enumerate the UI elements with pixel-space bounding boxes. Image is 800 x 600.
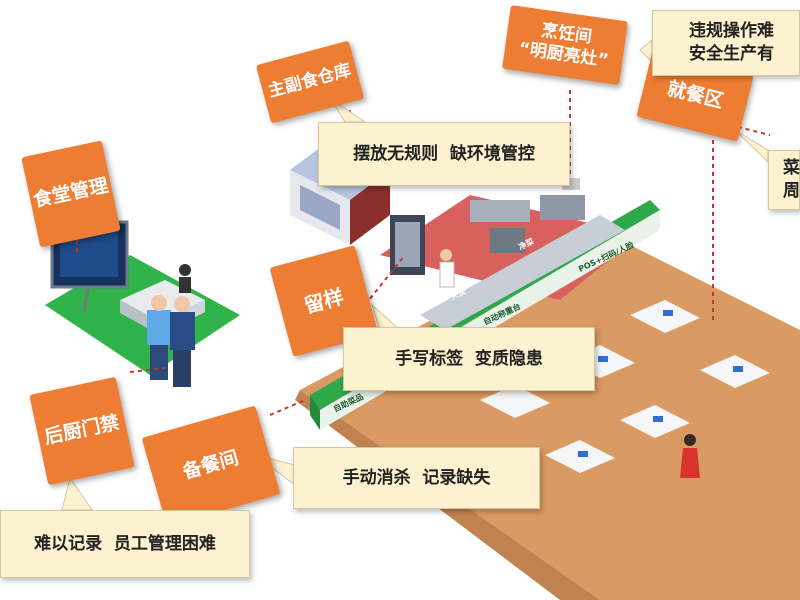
- tag-kitchen-access: 后厨门禁: [29, 376, 135, 486]
- staff-figures: [147, 264, 195, 387]
- dining-tables: [480, 300, 770, 478]
- issue-cooking-room: 违规操作难 安全生产有: [652, 10, 800, 76]
- counter-sign-1: 普通档口: [587, 191, 620, 214]
- bubble-tails: [61, 38, 769, 511]
- issue-sample: 手写标签 变质隐患: [343, 327, 595, 391]
- issue-kitchen-access: 难以记录 员工管理困难: [0, 510, 250, 578]
- issue-prep-room: 手动消杀 记录缺失: [293, 447, 540, 509]
- issue-dining-area: 菜 周: [768, 150, 800, 210]
- issue-warehouse: 摆放无规则 缺环境管控: [318, 122, 570, 186]
